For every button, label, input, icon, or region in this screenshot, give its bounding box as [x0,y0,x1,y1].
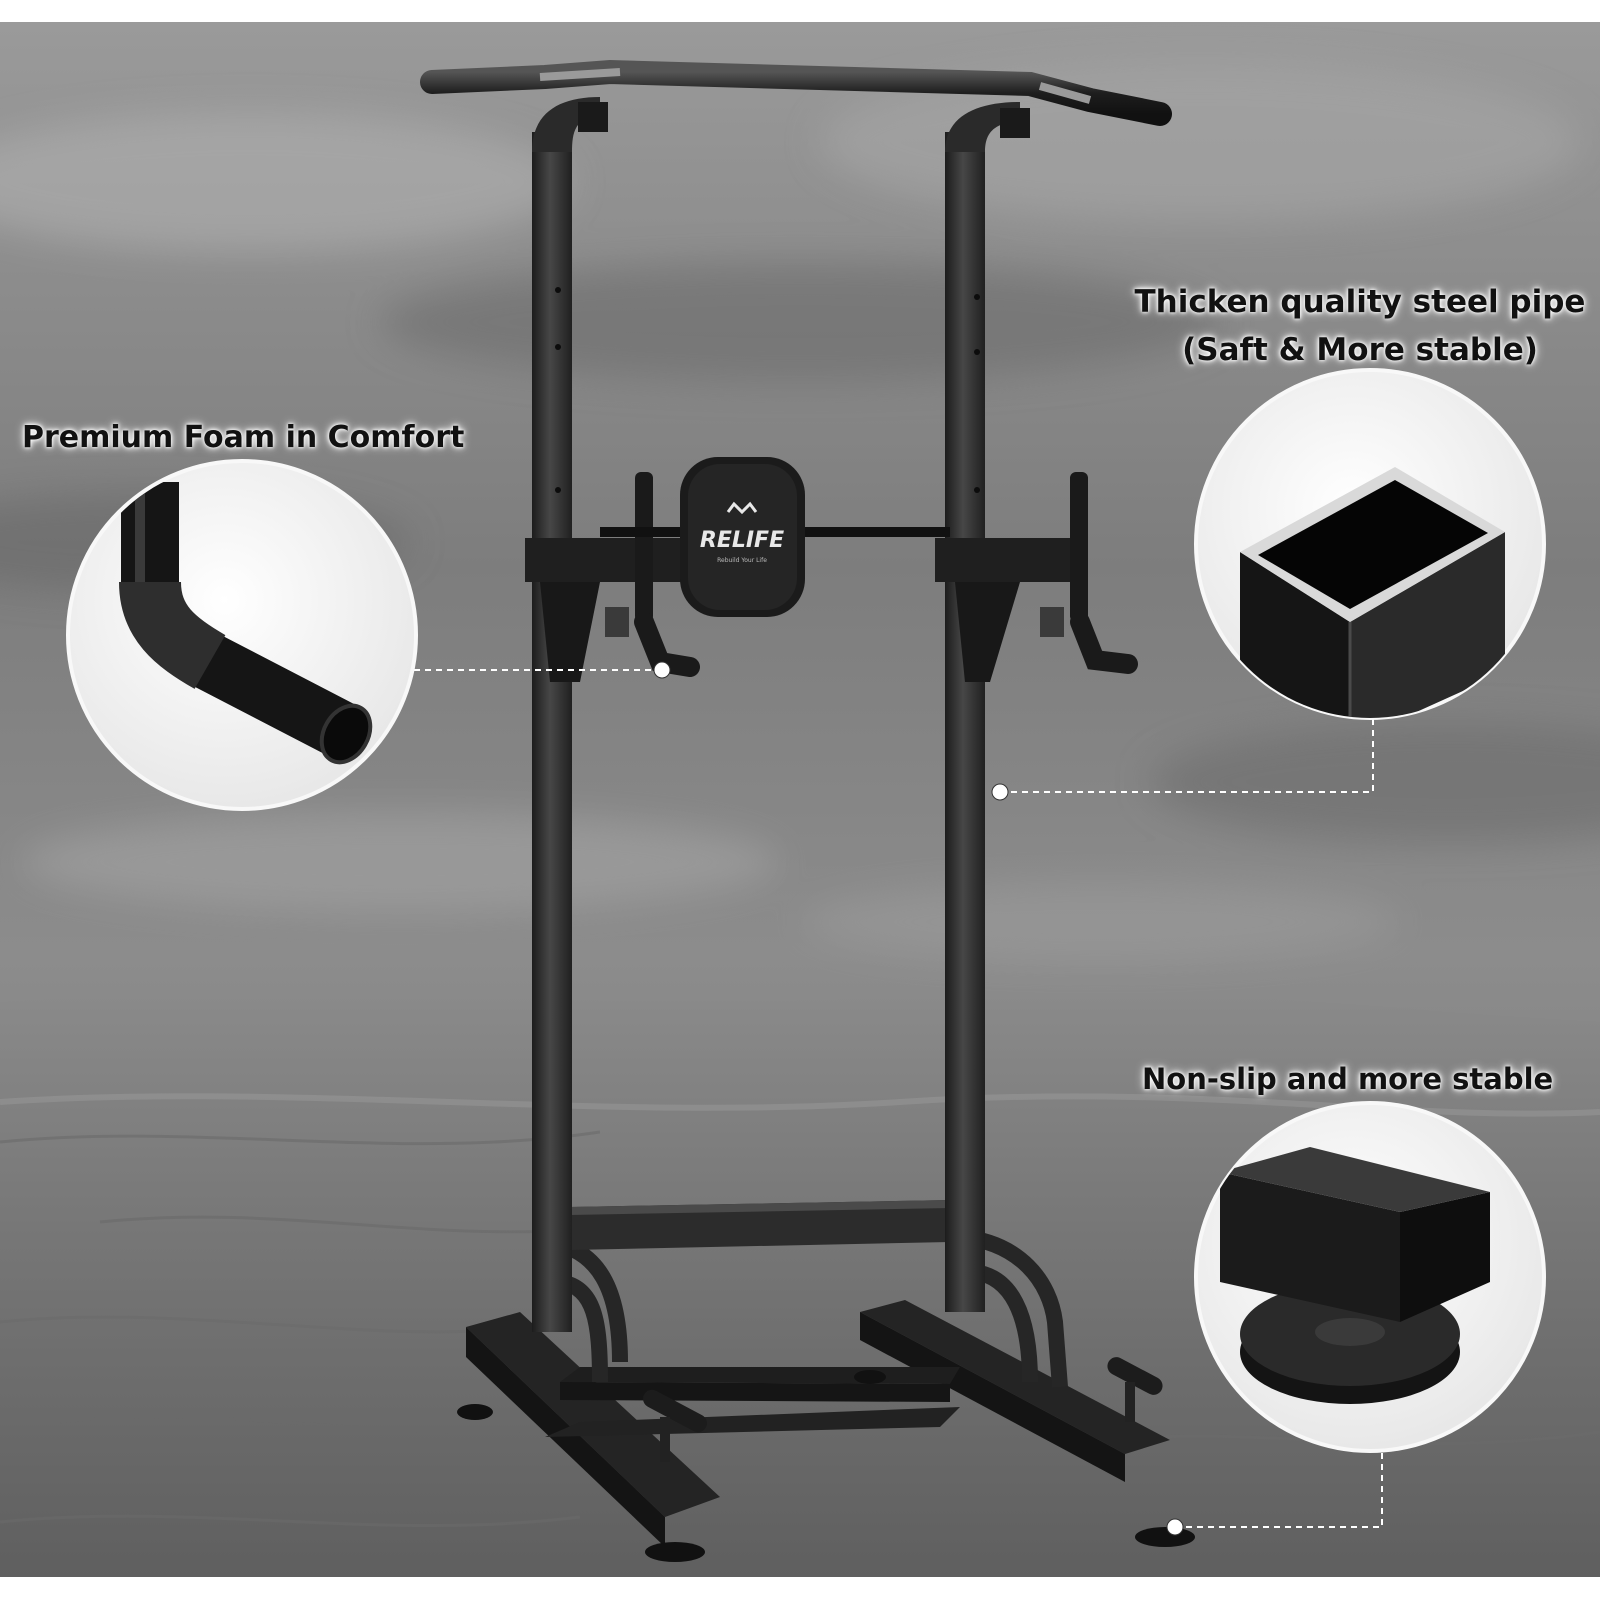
leader-lines [414,669,1383,1528]
pipe-marker [991,783,1009,801]
base-callout-label: Non-slip and more stable [1142,1062,1554,1096]
base-marker [1166,1518,1184,1536]
foam-callout-label: Premium Foam in Comfort [22,420,465,455]
pipe-callout-title: Thicken quality steel pipe [1134,284,1586,320]
relife-tagline: Rebuild Your Life [717,557,767,564]
back-pad: RELIFE Rebuild Your Life [680,457,805,617]
pushup-handles [643,1357,1163,1462]
square-steel-pipe-detail-inset [1194,368,1546,720]
foam-handle-detail-inset [66,459,418,811]
power-tower: RELIFE Rebuild Your Life [420,59,1195,1562]
pipe-callout-subtitle: (Saft & More stable) [1182,332,1538,368]
pullup-bar [420,59,1172,138]
foam-marker [653,661,671,679]
relife-logo: RELIFE [700,528,784,553]
foot-pad-detail-inset [1194,1101,1546,1453]
pipe-callout-label: Thicken quality steel pipe (Saft & More … [1130,278,1590,374]
product-scene: RELIFE Rebuild Your Life [0,22,1600,1577]
